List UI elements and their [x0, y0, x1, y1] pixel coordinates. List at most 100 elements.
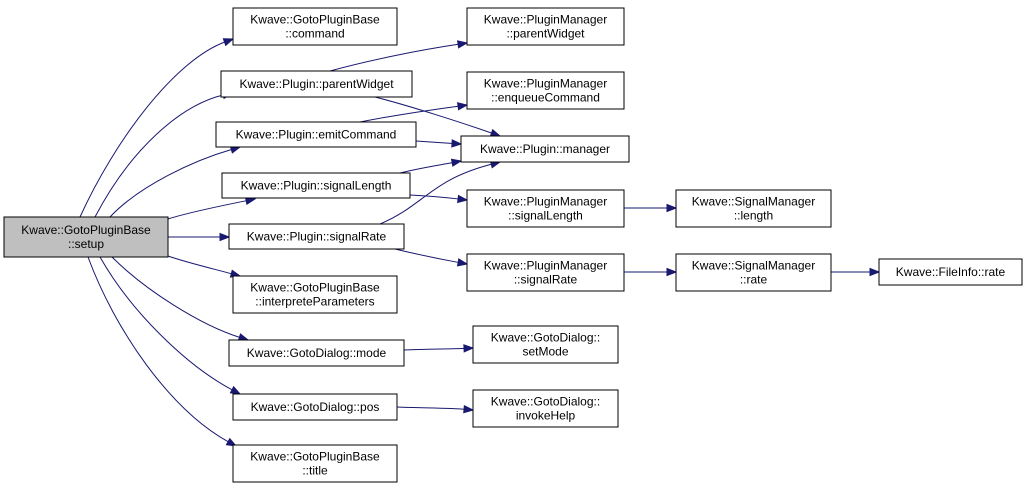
arrowhead-icon: [222, 38, 235, 47]
node-cmd[interactable]: Kwave::GotoPluginBase::command: [232, 7, 398, 46]
node-gdsm[interactable]: Kwave::GotoDialog::setMode: [472, 325, 619, 364]
node-pmsr[interactable]: Kwave::PluginManager::signalRate: [466, 253, 625, 292]
edge-line: [99, 256, 234, 391]
node-gdih[interactable]: Kwave::GotoDialog::invokeHelp: [472, 389, 619, 428]
node-pmpw[interactable]: Kwave::PluginManager::parentWidget: [466, 7, 625, 46]
edge-line: [109, 148, 233, 218]
node-box[interactable]: [675, 189, 832, 228]
node-label: Kwave::GotoPluginBase: [250, 13, 380, 27]
node-label: Kwave::GotoDialog::mode: [247, 346, 387, 360]
edge-gdp-to-gdih: [396, 404, 475, 414]
arrowhead-icon: [456, 258, 469, 267]
node-box[interactable]: [232, 275, 398, 314]
node-box[interactable]: [232, 7, 398, 46]
arrowhead-icon: [451, 139, 463, 148]
node-label: Kwave::PluginManager: [484, 13, 607, 27]
node-label: ::signalRate: [514, 273, 578, 287]
node-box[interactable]: [472, 325, 619, 364]
node-label: ::parentWidget: [506, 27, 585, 41]
edge-setup-to-gdp: [99, 256, 242, 395]
edge-line: [79, 41, 226, 218]
node-box[interactable]: [3, 216, 169, 258]
node-box[interactable]: [466, 189, 625, 228]
edge-setup-to-ip: [167, 255, 242, 278]
arrowhead-icon: [463, 344, 475, 353]
node-ip[interactable]: Kwave::GotoPluginBase::interpreteParamet…: [232, 275, 398, 314]
arrowhead-icon: [219, 232, 231, 242]
node-label: ::signalLength: [508, 209, 583, 223]
node-box[interactable]: [221, 172, 411, 199]
edge-line: [394, 248, 460, 264]
edge-pmsl-to-smlen: [623, 203, 678, 213]
node-firate[interactable]: Kwave::FileInfo::rate: [878, 258, 1023, 286]
node-label: ::setup: [68, 237, 104, 251]
edge-psr-to-pmsr: [394, 248, 469, 267]
node-gdm[interactable]: Kwave::GotoDialog::mode: [228, 339, 405, 367]
node-box[interactable]: [466, 253, 625, 292]
node-box[interactable]: [466, 7, 625, 46]
node-box[interactable]: [675, 253, 832, 292]
node-label: invokeHelp: [516, 409, 576, 423]
arrowhead-icon: [463, 404, 475, 414]
node-label: ::command: [285, 27, 344, 41]
edge-line: [409, 194, 460, 200]
edge-line: [374, 96, 493, 134]
edge-ppw-to-pmpw: [329, 40, 469, 72]
edge-line: [87, 256, 230, 443]
node-label: Kwave::Plugin::signalLength: [241, 179, 392, 193]
node-pmec[interactable]: Kwave::PluginManager::enqueueCommand: [466, 71, 625, 110]
node-gdp[interactable]: Kwave::GotoDialog::pos: [232, 393, 398, 421]
node-label: ::enqueueCommand: [491, 91, 600, 105]
node-label: Kwave::Plugin::emitCommand: [236, 128, 397, 142]
edge-line: [329, 43, 460, 72]
node-setup[interactable]: Kwave::GotoPluginBase::setup: [3, 216, 169, 258]
arrowhead-icon: [225, 437, 238, 447]
edge-line: [403, 347, 466, 351]
node-box[interactable]: [472, 389, 619, 428]
arrowhead-icon: [869, 267, 881, 277]
edge-setup-to-ppw: [94, 91, 234, 218]
edge-line: [379, 163, 493, 225]
node-psr[interactable]: Kwave::Plugin::signalRate: [228, 223, 405, 250]
arrowhead-icon: [457, 194, 469, 204]
node-label: ::title: [302, 464, 328, 478]
node-title[interactable]: Kwave::GotoPluginBase::title: [232, 444, 398, 483]
node-label: ::rate: [740, 273, 768, 287]
node-pmsl[interactable]: Kwave::PluginManager::signalLength: [466, 189, 625, 228]
arrowhead-icon: [666, 203, 678, 213]
edge-pec-to-pmec: [359, 102, 469, 123]
node-label: Kwave::GotoPluginBase: [250, 281, 380, 295]
edge-line: [359, 105, 460, 123]
node-smrate[interactable]: Kwave::SignalManager::rate: [675, 253, 832, 292]
arrowhead-icon: [229, 385, 242, 395]
node-pm[interactable]: Kwave::Plugin::manager: [460, 135, 630, 163]
node-ppw[interactable]: Kwave::Plugin::parentWidget: [220, 70, 413, 98]
node-label: ::length: [734, 209, 773, 223]
edge-setup-to-psr: [168, 232, 231, 242]
arrowhead-icon: [666, 267, 678, 277]
edge-pmsr-to-smrate: [624, 267, 678, 277]
node-box[interactable]: [232, 393, 398, 421]
node-box[interactable]: [215, 121, 417, 148]
node-box[interactable]: [460, 135, 630, 163]
edge-psl-to-pmsl: [409, 194, 469, 204]
node-box[interactable]: [232, 444, 398, 483]
node-box[interactable]: [228, 339, 405, 367]
node-label: ::interpreteParameters: [255, 295, 374, 309]
arrowhead-icon: [489, 128, 502, 137]
node-label: Kwave::Plugin::parentWidget: [239, 77, 394, 91]
node-psl[interactable]: Kwave::Plugin::signalLength: [221, 172, 411, 199]
node-label: Kwave::Plugin::signalRate: [247, 230, 387, 244]
edge-gdm-to-gdsm: [403, 344, 475, 353]
node-pec[interactable]: Kwave::Plugin::emitCommand: [215, 121, 417, 148]
node-label: Kwave::GotoPluginBase: [21, 223, 151, 237]
node-box[interactable]: [466, 71, 625, 110]
nodes-layer: Kwave::GotoPluginBase::setupKwave::GotoP…: [3, 7, 1023, 483]
edge-line: [111, 256, 241, 339]
edge-psl-to-pm: [399, 158, 463, 174]
node-box[interactable]: [878, 258, 1023, 286]
node-box[interactable]: [220, 70, 413, 98]
edge-line: [396, 406, 466, 410]
node-box[interactable]: [228, 223, 405, 250]
node-smlen[interactable]: Kwave::SignalManager::length: [675, 189, 832, 228]
